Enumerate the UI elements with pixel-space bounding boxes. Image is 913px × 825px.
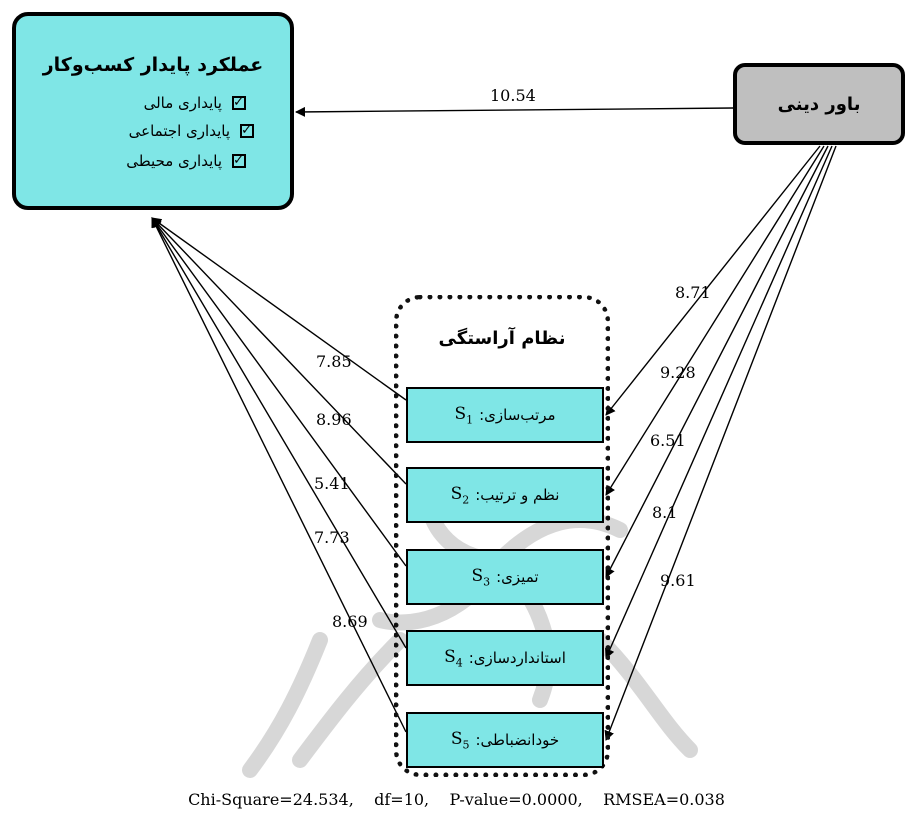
outcome-title: عملکرد پایدار کسب‌وکار: [42, 54, 264, 76]
predictor-to-s2-arrow: [605, 145, 825, 496]
s3-to-outcome-arrow: [151, 217, 407, 567]
mediator-item-s3: تمیزی: S3: [406, 549, 604, 605]
s1-to-outcome-arrow: [151, 217, 407, 401]
mediator-item-label: استانداردسازی:: [468, 649, 566, 667]
df: df=10,: [374, 790, 430, 809]
s4-to-outcome-arrow: [151, 217, 407, 649]
mediator-item-label: تمیزی:: [496, 568, 539, 586]
outcome-item: ✓ پایداری مالی: [144, 94, 246, 112]
checkbox-checked-icon: ✓: [240, 123, 254, 138]
checkbox-checked-icon: ✓: [232, 95, 246, 110]
coef-s1-outcome: 7.85: [316, 352, 352, 371]
mediator-item-s5: خودانضباطی: S5: [406, 712, 604, 768]
direct-effect-arrow: [295, 106, 734, 117]
mediator-item-code: S4: [444, 646, 463, 670]
predictor-to-s4-arrow: [605, 145, 833, 659]
mediator-item-code: S2: [450, 483, 470, 507]
mediator-item-label: خودانضباطی:: [475, 731, 560, 749]
coef-predictor-s3: 6.51: [650, 431, 686, 450]
coef-s3-outcome: 5.41: [314, 474, 350, 493]
mediator-item-s4: استانداردسازی: S4: [406, 630, 604, 686]
mediator-item-code: S1: [454, 403, 474, 427]
fit-statistics: Chi-Square=24.534, df=10, P-value=0.0000…: [0, 790, 913, 809]
mediator-item-label: نظم و ترتیب:: [475, 486, 560, 504]
outcome-item: ✓ پایداری محیطی: [126, 152, 246, 170]
s5-to-outcome-arrow: [151, 217, 407, 733]
predictor-box: باور دینی: [733, 63, 905, 145]
coef-s2-outcome: 8.96: [316, 410, 352, 429]
mediator-item-code: S3: [471, 565, 491, 589]
mediator-item-code: S5: [450, 728, 470, 752]
outcome-item-label: پایداری محیطی: [126, 152, 222, 170]
rmsea: RMSEA=0.038: [603, 790, 725, 809]
coef-predictor-s5: 9.61: [660, 571, 696, 590]
mediator-group: نظام آراستگی: [394, 295, 610, 777]
chi-square: Chi-Square=24.534,: [188, 790, 354, 809]
coef-s5-outcome: 8.69: [332, 612, 368, 631]
checkbox-checked-icon: ✓: [232, 153, 246, 168]
mediator-title: نظام آراستگی: [438, 328, 566, 349]
p-value: P-value=0.0000,: [449, 790, 583, 809]
mediator-item-s2: نظم و ترتیب: S2: [406, 467, 604, 523]
coef-direct: 10.54: [490, 86, 536, 105]
outcome-item-label: پایداری مالی: [143, 94, 222, 112]
outcome-item: ✓ پایداری اجتماعی: [129, 122, 254, 140]
outcome-box: عملکرد پایدار کسب‌وکار ✓ پایداری مالی ✓ …: [12, 12, 294, 210]
coef-predictor-s1: 8.71: [675, 283, 711, 302]
predictor-to-s5-arrow: [604, 145, 837, 741]
s2-to-outcome-arrow: [151, 217, 407, 485]
mediator-item-label: مرتب‌سازی:: [479, 406, 556, 424]
mediator-item-s1: مرتب‌سازی: S1: [406, 387, 604, 443]
outcome-item-label: پایداری اجتماعی: [128, 122, 230, 140]
coef-predictor-s2: 9.28: [660, 363, 696, 382]
predictor-to-s3-arrow: [605, 145, 829, 578]
coef-s4-outcome: 7.73: [314, 528, 350, 547]
coef-predictor-s4: 8.1: [652, 503, 678, 522]
predictor-title: باور دینی: [777, 93, 861, 115]
predictor-to-s1-arrow: [605, 145, 821, 416]
